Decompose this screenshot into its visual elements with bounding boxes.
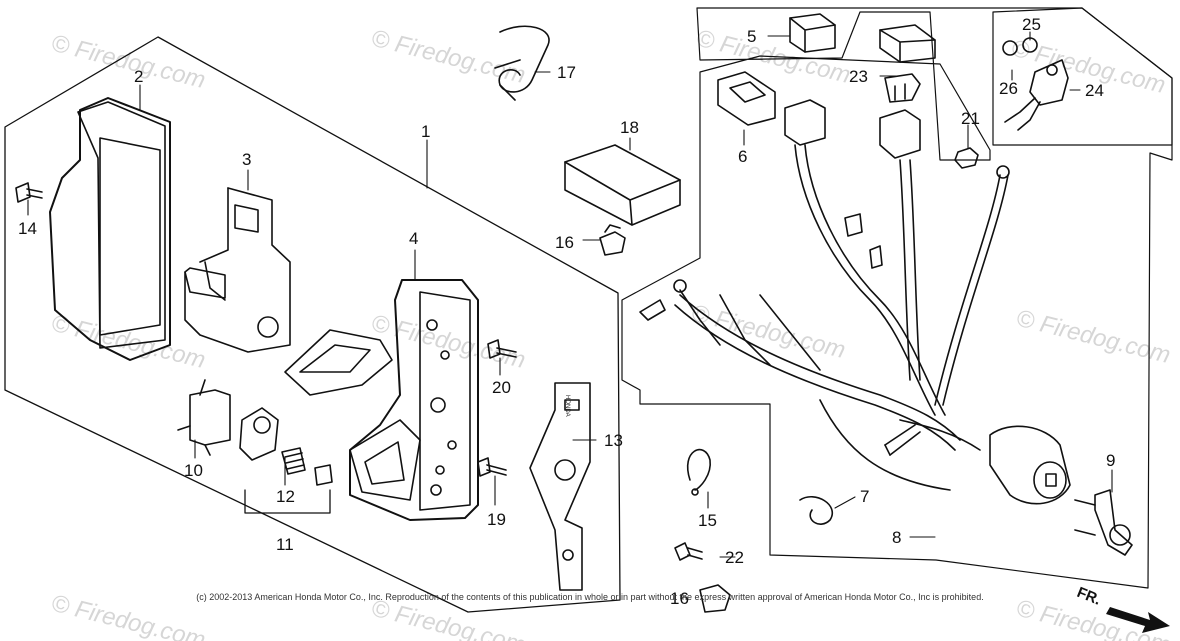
bracket-part: [184, 187, 291, 353]
callout-19: 19: [487, 510, 506, 529]
plate-lettering: HONDA: [564, 395, 570, 417]
assembly-outline-control-box: [4, 36, 621, 613]
callout-16b: 16: [670, 589, 689, 608]
assembly-outline-sensor: [992, 7, 1173, 146]
clip-part: [599, 224, 626, 256]
callout-22: 22: [725, 548, 744, 567]
control-panel-part: [284, 279, 479, 521]
plate-part: [529, 382, 591, 591]
callout-21: 21: [961, 109, 980, 128]
fuse-part: [884, 73, 921, 103]
ignition-switch-part: [989, 425, 1071, 505]
fuse-holder-part: [879, 24, 936, 63]
screw-part: [477, 457, 507, 477]
watermark: © Firedog.com: [689, 300, 849, 364]
callout-15: 15: [698, 511, 717, 530]
clamp-part: [799, 495, 833, 525]
callout-23: 23: [849, 67, 868, 86]
leader-lines: [27, 31, 1113, 558]
leader-bracket-11: [244, 489, 331, 514]
watermarks: © Firedog.com © Firedog.com © Firedog.co…: [49, 25, 1174, 641]
callout-10: 10: [184, 461, 203, 480]
nut-part: [954, 147, 979, 169]
assembly-outline-harness: [621, 7, 1173, 589]
callout-6: 6: [738, 147, 747, 166]
callout-17: 17: [557, 63, 576, 82]
callout-4: 4: [409, 229, 418, 248]
sensor-part: [1002, 37, 1069, 131]
bolt-part: [15, 182, 43, 203]
watermark: © Firedog.com: [49, 30, 209, 94]
arrow-icon: [1106, 607, 1170, 633]
connector-part: [784, 99, 921, 269]
callout-3: 3: [242, 150, 251, 169]
screw-part: [487, 339, 517, 359]
fuse-cover-part: [717, 71, 776, 126]
watermark: © Firedog.com: [369, 25, 529, 89]
callout-8: 8: [892, 528, 901, 547]
callout-1: 1: [421, 122, 430, 141]
band-part: [687, 448, 711, 496]
callout-18: 18: [620, 118, 639, 137]
callout-numbers: 1 2 3 4 5 6 7 8 9 10 11 12 13 14 15 16 1…: [18, 15, 1115, 608]
callout-20: 20: [492, 378, 511, 397]
callout-26: 26: [999, 79, 1018, 98]
callout-12: 12: [276, 487, 295, 506]
relay-part: [789, 13, 836, 53]
callout-2: 2: [134, 67, 143, 86]
clip-part: [494, 25, 550, 101]
watermark: © Firedog.com: [369, 310, 529, 374]
wire-harness-part: [639, 144, 1010, 491]
key-part: [1074, 489, 1133, 556]
cover-part: [49, 97, 171, 361]
callout-14: 14: [18, 219, 37, 238]
foam-part: [564, 144, 681, 226]
spring-part: [239, 407, 333, 486]
bolt-part: [674, 542, 703, 561]
callout-7: 7: [860, 487, 869, 506]
copyright-notice: (c) 2002-2013 American Honda Motor Co., …: [196, 592, 984, 602]
callout-11: 11: [276, 535, 294, 554]
callout-13: 13: [604, 431, 623, 450]
clip-part: [699, 584, 731, 613]
callout-9: 9: [1106, 451, 1115, 470]
callout-24: 24: [1085, 81, 1104, 100]
watermark: © Firedog.com: [49, 310, 209, 374]
callout-16a: 16: [555, 233, 574, 252]
switch-part: [177, 379, 231, 456]
callout-5: 5: [747, 27, 756, 46]
callout-25: 25: [1022, 15, 1041, 34]
